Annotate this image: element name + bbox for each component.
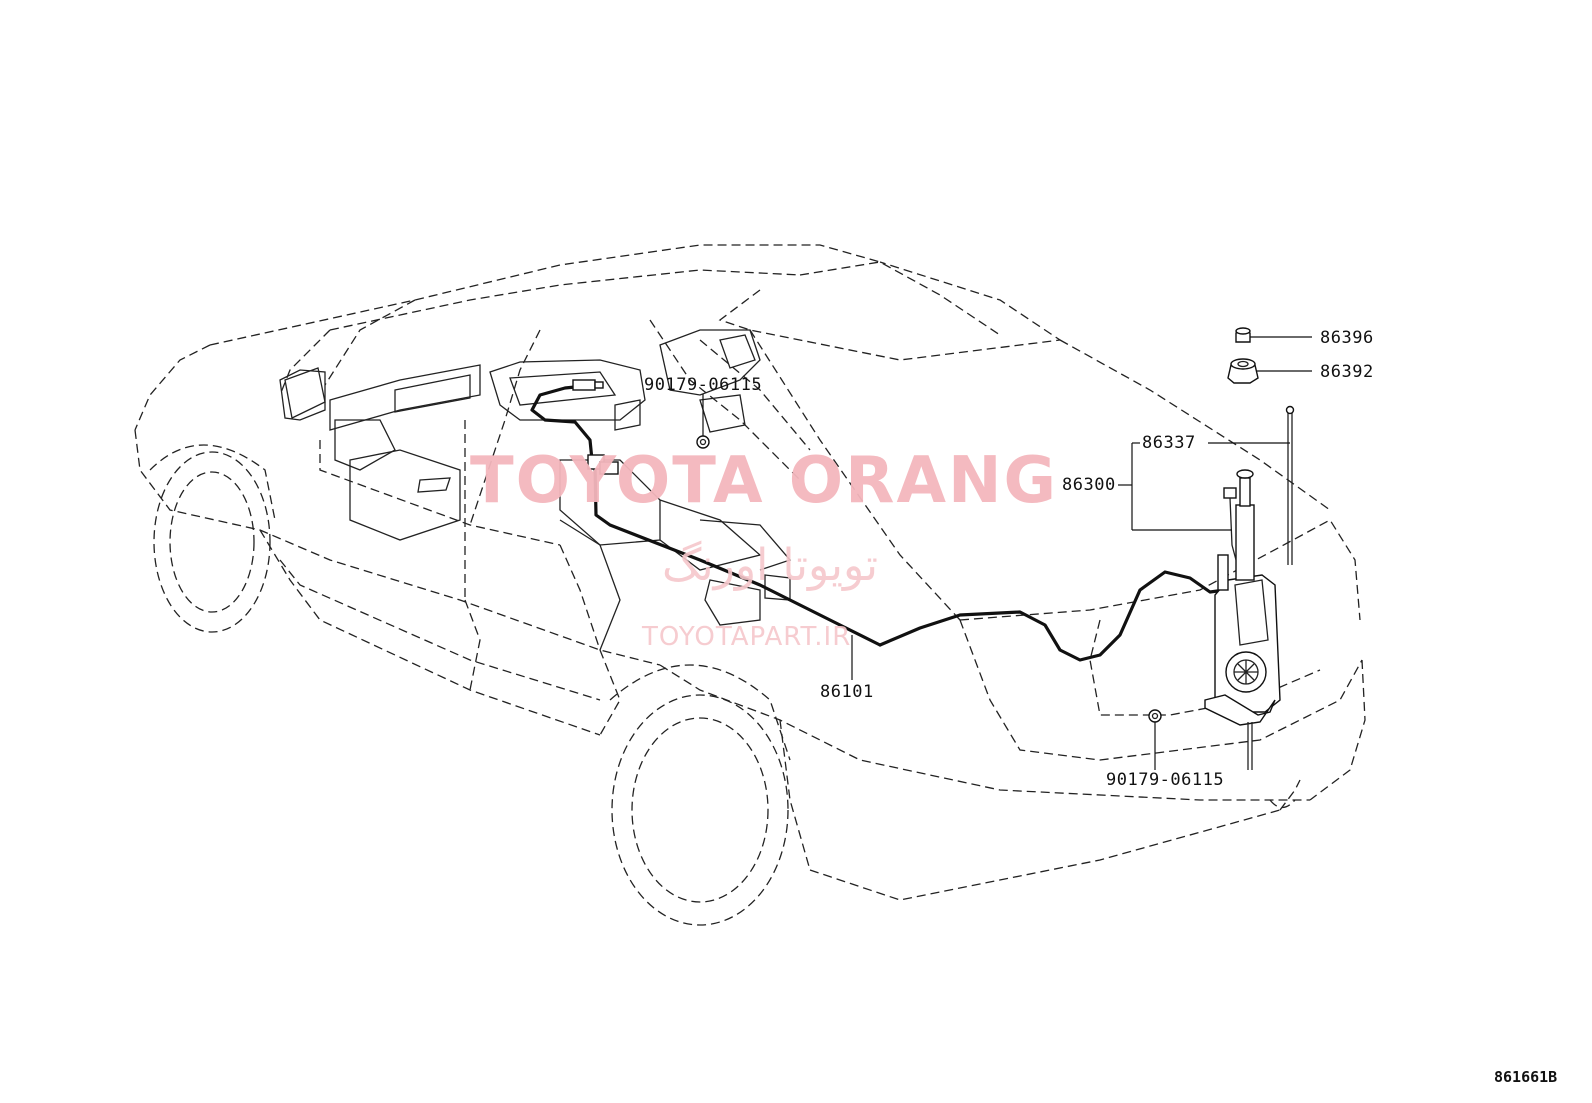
side-mirror	[284, 367, 326, 419]
diagram-reference-code: 861661B	[1494, 1068, 1557, 1086]
watermark-brand-fa: تویوتا اورنگ	[662, 540, 878, 591]
watermark-brand: TOYOTA ORANG	[470, 444, 1058, 518]
radio-connector	[572, 379, 604, 391]
label-86396: 86396	[1320, 328, 1374, 348]
label-90179-front: 90179-06115	[644, 375, 762, 395]
watermark-site: TOYOTAPART.IR	[641, 622, 851, 652]
label-86300: 86300	[1062, 475, 1116, 495]
antenna-cord-86101[interactable]	[530, 383, 1227, 662]
cord-junction-connector	[587, 454, 619, 475]
motor-antenna-assembly[interactable]	[1204, 469, 1281, 770]
cord-clamp-rear[interactable]	[1148, 709, 1162, 723]
part-labels: 86396 86392 86337 86300 86101 90179-0611…	[644, 328, 1374, 790]
label-86392: 86392	[1320, 362, 1374, 382]
label-86101: 86101	[820, 682, 874, 702]
antenna-nut-86392[interactable]	[1227, 358, 1259, 384]
label-86337: 86337	[1142, 433, 1196, 453]
antenna-pole[interactable]	[1285, 405, 1295, 566]
car-body-outline	[134, 244, 1366, 926]
leader-lines	[702, 336, 1312, 770]
antenna-cap-86396[interactable]	[1235, 327, 1251, 343]
watermark: TOYOTA ORANG تویوتا اورنگ TOYOTAPART.IR	[470, 444, 1058, 652]
label-90179-rear: 90179-06115	[1106, 770, 1224, 790]
